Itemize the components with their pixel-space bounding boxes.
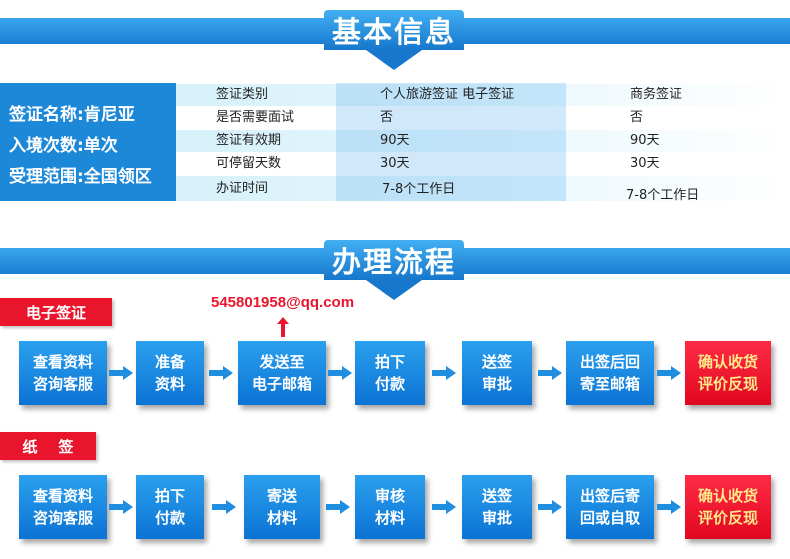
- e-step-confirm-line2: 评价反现: [697, 375, 758, 393]
- e-step-prepare-line1: 准备: [154, 353, 185, 371]
- header-category: 签证类别: [216, 87, 269, 102]
- e-step-consult-line1: 查看资料: [32, 353, 93, 371]
- e-step-send-email: 发送至 电子邮箱: [238, 341, 326, 405]
- p-step-review-line1: 审核: [374, 487, 405, 505]
- header-business-visa: 商务签证: [630, 87, 683, 102]
- p-step-review-line2: 材料: [374, 509, 405, 527]
- arrow-right-icon: [328, 366, 352, 380]
- p-step-submit-line2: 审批: [481, 509, 512, 527]
- visa-scope: 受理范围:全国领区: [9, 167, 152, 187]
- visa-info-table: 签证类别 个人旅游签证 电子签证 商务签证 是否需要面试 否 否 签证有效期 9…: [176, 83, 790, 203]
- p-step-submit-line1: 送签: [481, 487, 512, 505]
- arrow-right-icon: [326, 500, 350, 514]
- e-step-pay-line1: 拍下: [374, 353, 405, 371]
- p-step-pay-line1: 拍下: [154, 487, 185, 505]
- processing-tourist: 7-8个工作日: [382, 182, 456, 197]
- p-step-consult-line1: 查看资料: [32, 487, 93, 505]
- process-title: 办理流程: [324, 240, 464, 280]
- visa-summary-panel: 签证名称:肯尼亚 入境次数:单次 受理范围:全国领区: [0, 83, 176, 201]
- p-step-pay: 拍下 付款: [136, 475, 204, 539]
- e-step-submit: 送签 审批: [462, 341, 532, 405]
- header-tourist-visa: 个人旅游签证 电子签证: [380, 87, 515, 102]
- stay-label: 可停留天数: [216, 156, 282, 171]
- e-step-pay-line2: 付款: [374, 375, 405, 393]
- validity-business: 90天: [630, 133, 660, 148]
- interview-label: 是否需要面试: [216, 110, 295, 125]
- table-row: [176, 130, 790, 152]
- table-row: [176, 176, 790, 201]
- p-step-consult-line2: 咨询客服: [32, 509, 93, 527]
- e-step-submit-line2: 审批: [481, 375, 512, 393]
- arrow-right-icon: [432, 500, 456, 514]
- arrow-right-icon: [657, 366, 681, 380]
- e-step-confirm: 确认收货 评价反现: [685, 341, 771, 405]
- basic-info-title: 基本信息: [324, 10, 464, 50]
- arrow-right-icon: [432, 366, 456, 380]
- e-step-confirm-line1: 确认收货: [697, 353, 758, 371]
- p-step-submit: 送签 审批: [462, 475, 532, 539]
- e-step-prepare-line2: 资料: [154, 375, 185, 393]
- e-step-submit-line1: 送签: [481, 353, 512, 371]
- basic-info-banner-arrow: [366, 50, 422, 70]
- p-step-confirm: 确认收货 评价反现: [685, 475, 771, 539]
- arrow-right-icon: [212, 500, 236, 514]
- e-step-return-email-line2: 寄至邮箱: [579, 375, 640, 393]
- interview-tourist: 否: [380, 110, 394, 125]
- paper-visa-tag: 纸 签: [0, 432, 96, 460]
- e-step-return-email-line1: 出签后回: [579, 353, 640, 371]
- arrow-right-icon: [109, 500, 133, 514]
- interview-business: 否: [630, 110, 644, 125]
- electronic-visa-tag: 电子签证: [0, 298, 112, 326]
- up-arrow-icon: [277, 317, 289, 337]
- e-step-send-email-line2: 电子邮箱: [251, 375, 312, 393]
- process-banner-arrow: [366, 280, 422, 300]
- arrow-right-icon: [538, 500, 562, 514]
- p-step-confirm-line2: 评价反现: [697, 509, 758, 527]
- stay-business: 30天: [630, 156, 660, 171]
- tourist-column-highlight: [336, 83, 566, 201]
- validity-label: 签证有效期: [216, 133, 282, 148]
- processing-business: 7-8个工作日: [626, 188, 700, 203]
- e-step-pay: 拍下 付款: [355, 341, 425, 405]
- visa-entries: 入境次数:单次: [9, 136, 118, 156]
- p-step-mail-materials: 寄送 材料: [244, 475, 320, 539]
- p-step-return-line2: 回或自取: [579, 509, 640, 527]
- p-step-confirm-line1: 确认收货: [697, 487, 758, 505]
- table-row: [176, 153, 790, 175]
- p-step-mail-materials-line1: 寄送: [266, 487, 297, 505]
- validity-tourist: 90天: [380, 133, 410, 148]
- e-step-consult: 查看资料 咨询客服: [19, 341, 107, 405]
- p-step-consult: 查看资料 咨询客服: [19, 475, 107, 539]
- arrow-right-icon: [538, 366, 562, 380]
- e-step-prepare: 准备 资料: [136, 341, 204, 405]
- table-row: [176, 107, 790, 129]
- stay-tourist: 30天: [380, 156, 410, 171]
- arrow-right-icon: [109, 366, 133, 380]
- p-step-return: 出签后寄 回或自取: [566, 475, 654, 539]
- p-step-mail-materials-line2: 材料: [266, 509, 297, 527]
- arrow-right-icon: [657, 500, 681, 514]
- arrow-right-icon: [209, 366, 233, 380]
- contact-email: 545801958@qq.com: [211, 294, 355, 311]
- e-step-send-email-line1: 发送至: [259, 353, 305, 371]
- e-step-return-email: 出签后回 寄至邮箱: [566, 341, 654, 405]
- p-step-return-line1: 出签后寄: [579, 487, 640, 505]
- processing-label: 办证时间: [216, 181, 269, 196]
- p-step-pay-line2: 付款: [154, 509, 185, 527]
- e-step-consult-line2: 咨询客服: [32, 375, 93, 393]
- table-row: [176, 84, 790, 106]
- p-step-review: 审核 材料: [355, 475, 425, 539]
- visa-name: 签证名称:肯尼亚: [9, 105, 135, 125]
